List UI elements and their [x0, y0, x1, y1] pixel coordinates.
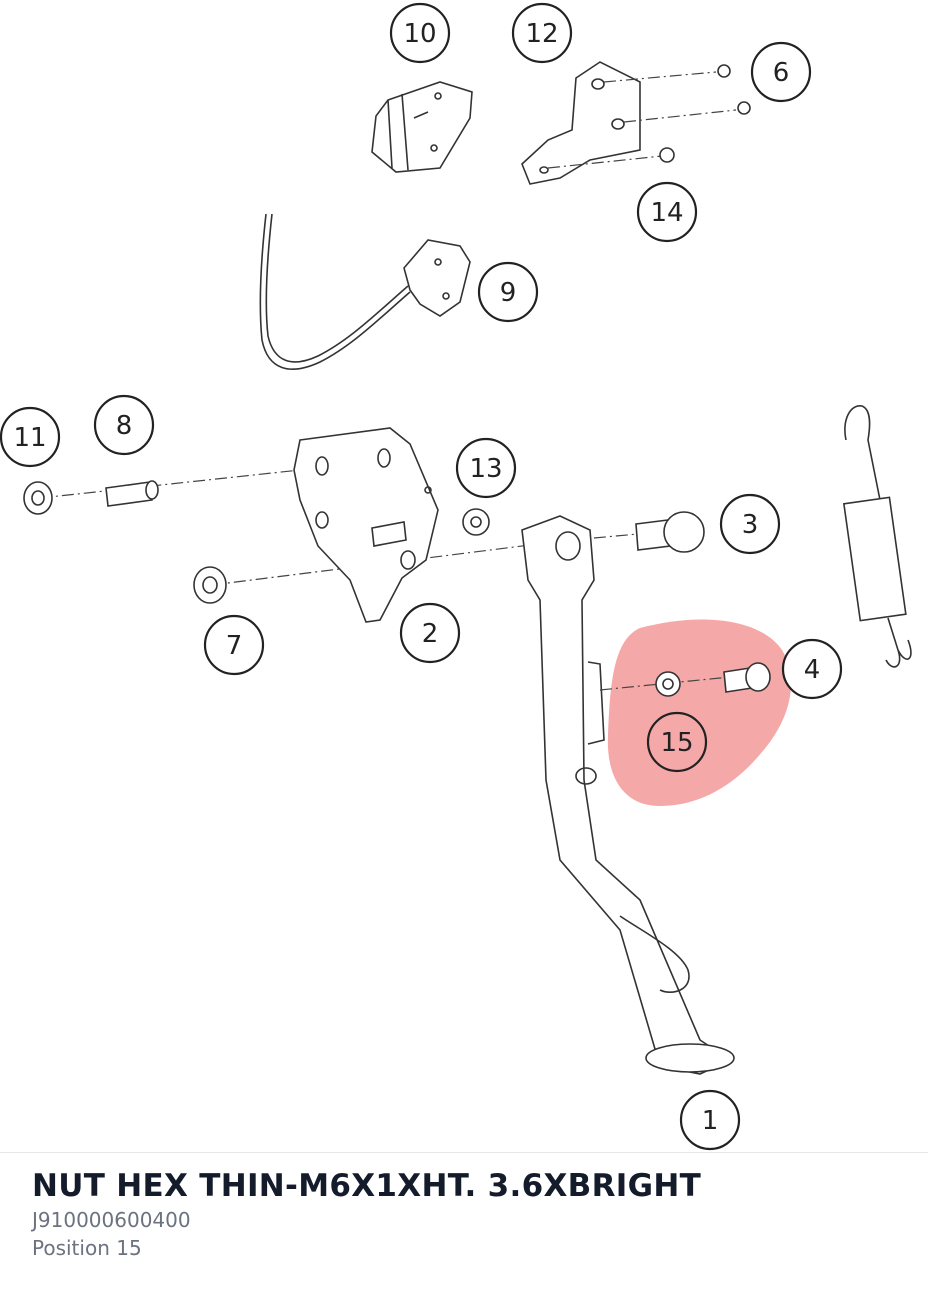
callout-8[interactable]: 8 [93, 394, 155, 456]
callout-12[interactable]: 12 [511, 2, 573, 64]
part-13-nut [462, 508, 490, 536]
callout-14[interactable]: 14 [636, 181, 698, 243]
diagram-svg: 10 12 6 14 9 11 8 13 [0, 2, 912, 1151]
part-info-panel: NUT HEX THIN-M6X1XHT. 3.6XBRIGHT J910000… [32, 1166, 908, 1262]
part-9-side-stand-switch [259, 213, 471, 370]
part-15-and-4-hardware [599, 662, 771, 697]
callout-label: 14 [650, 198, 683, 228]
part-position: Position 15 [32, 1236, 142, 1260]
callout-15[interactable]: 15 [646, 711, 708, 773]
callout-label: 4 [804, 655, 821, 685]
callout-3[interactable]: 3 [719, 493, 781, 555]
part-1-side-stand [521, 515, 735, 1075]
callout-1[interactable]: 1 [679, 1089, 741, 1151]
part-10-bracket [371, 81, 473, 173]
part-12-plate [521, 61, 751, 185]
selected-part-highlight [607, 619, 792, 806]
callout-10[interactable]: 10 [389, 2, 451, 64]
callout-7[interactable]: 7 [203, 614, 265, 676]
callout-label: 12 [525, 19, 558, 49]
part-2-mounting-plate [293, 427, 439, 623]
callout-label: 11 [13, 423, 46, 453]
part-3-pivot-bolt [635, 511, 705, 553]
part-8-spacer [105, 480, 159, 507]
callout-label: 15 [660, 728, 693, 758]
part-number: J910000600400 [32, 1208, 191, 1232]
exploded-parts-diagram: 10 12 6 14 9 11 8 13 [0, 2, 912, 1151]
callout-label: 13 [469, 454, 502, 484]
callout-label: 3 [742, 510, 759, 540]
callout-4[interactable]: 4 [781, 638, 843, 700]
part-11-nut [23, 481, 53, 515]
part-7-nut [193, 566, 227, 604]
divider [0, 1152, 928, 1153]
callout-label: 8 [116, 411, 133, 441]
part-title: NUT HEX THIN-M6X1XHT. 3.6XBRIGHT [32, 1168, 702, 1204]
callout-13[interactable]: 13 [455, 437, 517, 499]
callout-label: 6 [773, 58, 790, 88]
callout-11[interactable]: 11 [0, 406, 61, 468]
callout-9[interactable]: 9 [477, 261, 539, 323]
callout-6[interactable]: 6 [750, 41, 812, 103]
callout-label: 9 [500, 278, 517, 308]
callout-label: 7 [226, 631, 243, 661]
spring [842, 405, 912, 668]
callout-label: 1 [702, 1106, 719, 1136]
callout-label: 2 [422, 619, 439, 649]
callout-2[interactable]: 2 [399, 602, 461, 664]
callout-label: 10 [403, 19, 436, 49]
